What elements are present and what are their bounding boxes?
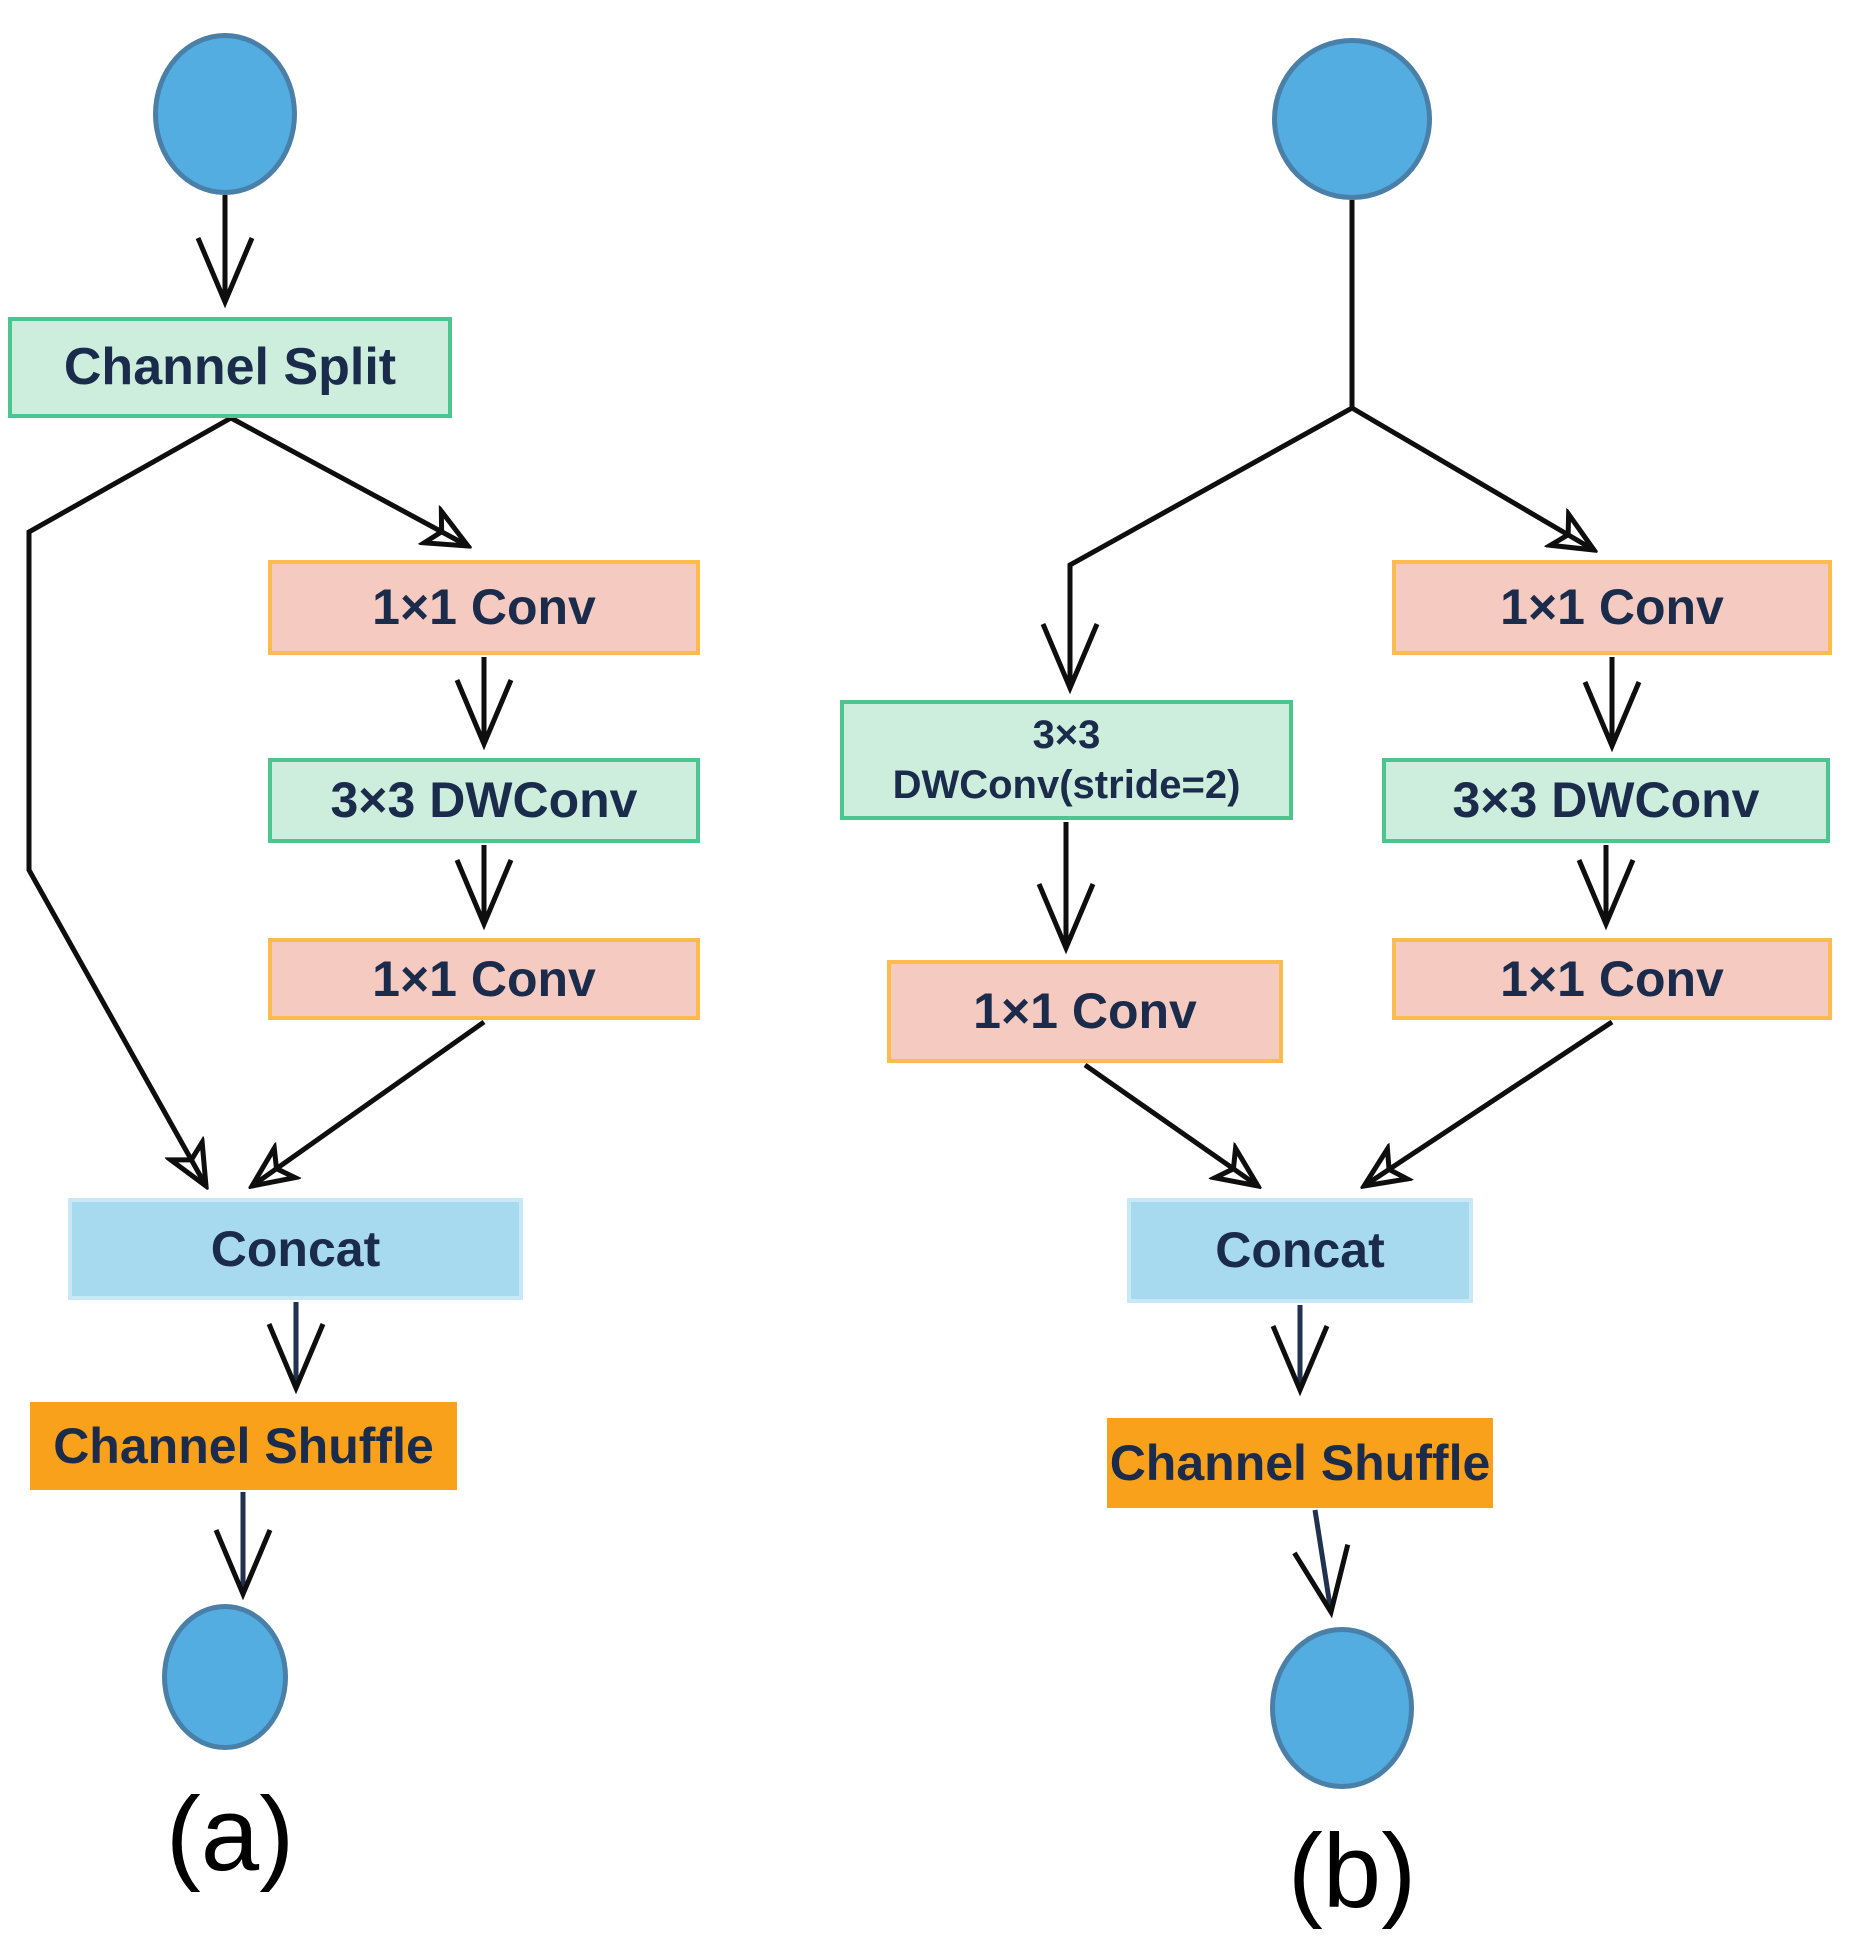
a-caption: (a) — [165, 1776, 295, 1893]
a-conv2-label: 1×1 Conv — [372, 950, 596, 1007]
a-channel-shuffle-label: Channel Shuffle — [53, 1417, 434, 1474]
b-output-node-circle — [1270, 1627, 1414, 1789]
b-conv-left-label: 1×1 Conv — [973, 983, 1197, 1039]
b-conv1-box: 1×1 Conv — [1392, 560, 1832, 655]
arrow-b-shuffle-to-output — [1292, 1509, 1351, 1619]
a-conv2-box: 1×1 Conv — [268, 938, 700, 1020]
b-dwconv-label: 3×3 DWConv — [1452, 772, 1760, 828]
a-conv1-box: 1×1 Conv — [268, 560, 700, 655]
b-stride-dwconv-line1: 3×3 — [1032, 713, 1101, 757]
b-conv-left-box: 1×1 Conv — [887, 960, 1283, 1063]
arrow-b-input-to-conv1 — [1350, 405, 1594, 550]
arrow-a-split-to-conv1 — [229, 415, 468, 546]
b-concat-box: Concat — [1127, 1198, 1473, 1303]
a-dwconv-box: 3×3 DWConv — [268, 758, 700, 843]
b-conv1-label: 1×1 Conv — [1500, 579, 1724, 635]
a-dwconv-label: 3×3 DWConv — [330, 772, 638, 828]
a-concat-box: Concat — [68, 1198, 523, 1300]
b-channel-shuffle-label: Channel Shuffle — [1109, 1434, 1491, 1491]
a-conv1-label: 1×1 Conv — [372, 579, 596, 635]
arrow-a-conv2-to-concat — [252, 1019, 486, 1186]
arrow-b-input-to-stride-dwconv — [1040, 200, 1355, 695]
b-dwconv-box: 3×3 DWConv — [1382, 758, 1830, 843]
a-input-node-circle — [153, 33, 297, 195]
arrow-a-bypass-to-concat — [26, 415, 233, 1186]
a-output-node-circle — [162, 1604, 288, 1750]
a-channel-split-label: Channel Split — [63, 337, 397, 396]
b-caption: (b) — [1287, 1813, 1417, 1930]
b-conv2-label: 1×1 Conv — [1500, 950, 1724, 1007]
b-stride-dwconv-line2: DWConv(stride=2) — [892, 763, 1241, 807]
a-channel-split-box: Channel Split — [8, 317, 452, 418]
arrow-b-convleft-to-concat — [1083, 1062, 1258, 1186]
a-channel-shuffle-box: Channel Shuffle — [30, 1402, 457, 1490]
arrow-b-conv2-to-concat — [1364, 1019, 1614, 1186]
b-concat-label: Concat — [1215, 1222, 1385, 1278]
b-conv2-box: 1×1 Conv — [1392, 938, 1832, 1020]
b-channel-shuffle-box: Channel Shuffle — [1107, 1418, 1493, 1508]
b-input-node-circle — [1272, 38, 1432, 200]
a-concat-label: Concat — [210, 1220, 381, 1277]
b-stride-dwconv-box: 3×3 DWConv(stride=2) — [840, 700, 1293, 820]
